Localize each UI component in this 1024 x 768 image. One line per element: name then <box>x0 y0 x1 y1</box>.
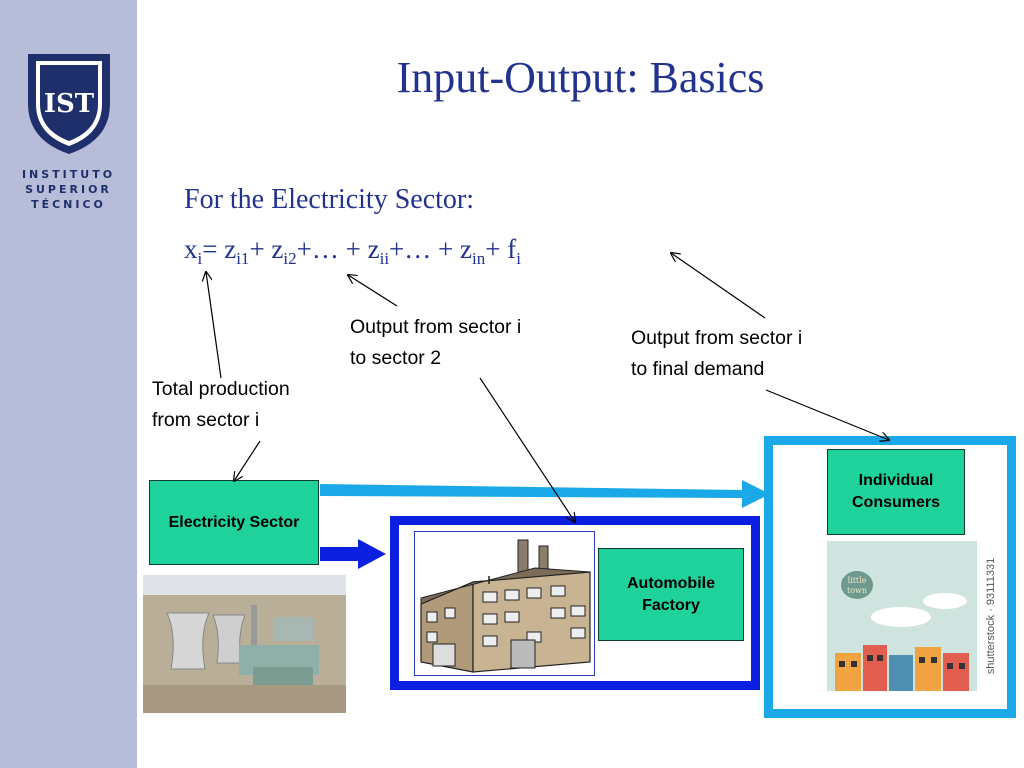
formula-f-sub: i <box>516 249 521 268</box>
ist-logo: IST <box>28 54 110 154</box>
formula-z1-sub: i1 <box>236 249 250 268</box>
power-plant-drawing <box>143 575 346 713</box>
note-output-sector2-line2: to sector 2 <box>350 347 442 369</box>
formula-x-sub: i <box>197 249 203 268</box>
town-drawing: little town <box>827 541 977 691</box>
slide-title: Input-Output: Basics <box>396 53 765 102</box>
formula-z2-sub: i2 <box>283 249 297 268</box>
factory-drawing <box>420 539 591 673</box>
institution-line-1: INSTITUTO <box>21 168 116 181</box>
formula-z-ii: +… + z <box>296 234 380 264</box>
institution-line-2: SUPERIOR <box>25 183 112 196</box>
note-output-sector2-line1: Output from sector i <box>350 316 522 338</box>
individual-consumers-label-line1: Individual <box>858 472 934 489</box>
town-sign-line2: town <box>847 586 867 595</box>
pointer-to-electricity-box <box>234 440 261 481</box>
note-total-production-line2: from sector i <box>152 409 260 431</box>
formula-f: + f <box>485 234 517 264</box>
flow-arrow-to-consumers <box>320 480 770 508</box>
formula-x: x <box>184 234 198 264</box>
slide-subtitle: For the Electricity Sector: <box>184 184 475 215</box>
formula-z-in: +… + z <box>389 234 472 264</box>
pointer-to-automobile-frame <box>479 377 575 522</box>
formula-z2: + z <box>249 234 284 264</box>
automobile-factory-label-line2: Factory <box>642 596 700 614</box>
town-illustration: little town <box>827 541 977 691</box>
formula-z1: = z <box>202 234 237 264</box>
note-total-production-line1: Total production <box>152 378 290 400</box>
note-output-final-line1: Output from sector i <box>631 327 803 349</box>
sidebar: IST INSTITUTO SUPERIOR TÉCNICO <box>0 0 137 768</box>
individual-consumers-label-line2: Consumers <box>851 494 941 511</box>
pointer-to-consumers-frame <box>765 389 889 440</box>
note-output-final-line2: to final demand <box>631 358 765 380</box>
automobile-factory-label-line1: Automobile <box>627 574 715 592</box>
pointer-to-f <box>671 253 766 319</box>
power-plant-photo <box>143 575 346 713</box>
formula-z-in-sub: in <box>472 249 486 268</box>
note-total-production: Total production from sector i <box>152 374 290 436</box>
electricity-sector-label: Electricity Sector <box>168 513 300 531</box>
io-formula: xi= zi1+ zi2+… + zii+… + zin+ fi <box>184 234 521 268</box>
individual-consumers-box: Individual Consumers <box>827 449 965 535</box>
note-output-sector2: Output from sector i to sector 2 <box>350 312 521 374</box>
institution-line-3: TÉCNICO <box>31 198 106 211</box>
formula-z-ii-sub: ii <box>379 249 390 268</box>
note-output-final: Output from sector i to final demand <box>631 323 802 385</box>
electricity-sector-box: Electricity Sector <box>149 480 319 565</box>
logo-text: IST <box>44 89 95 119</box>
town-sign-line1: little <box>848 576 867 585</box>
pointer-to-z-i2 <box>348 275 398 307</box>
pointer-to-x <box>206 272 222 379</box>
flow-arrow-to-automobile <box>320 539 386 569</box>
automobile-factory-box: Automobile Factory <box>598 548 744 641</box>
factory-image <box>414 531 595 676</box>
